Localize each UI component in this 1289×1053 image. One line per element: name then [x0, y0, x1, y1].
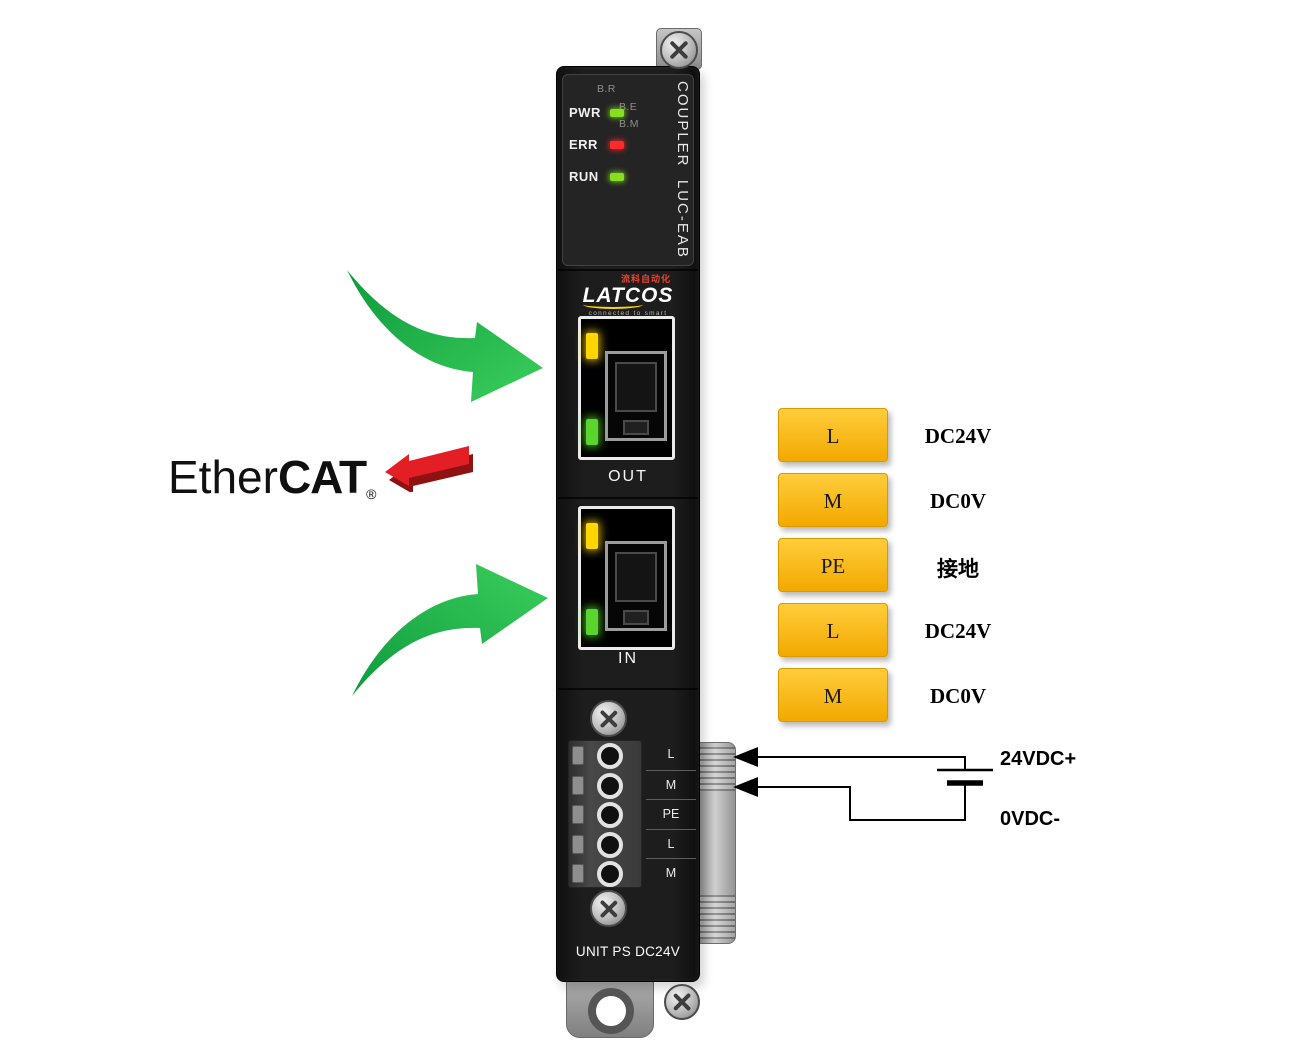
- legend-desc-dc24v-2: DC24V: [924, 619, 992, 643]
- err-label: ERR: [569, 137, 598, 152]
- terminal-row: [569, 830, 641, 860]
- out-port-caption: OUT: [608, 468, 648, 485]
- terminal-screw-hole: [597, 831, 623, 858]
- ethercat-red-arrow-icon: [385, 446, 473, 492]
- legend-desc-dc0v-2: DC0V: [930, 684, 986, 708]
- terminal-label-m2: M: [646, 858, 696, 888]
- pwr-led-icon: [610, 109, 624, 117]
- terminal-row: [569, 741, 641, 771]
- wire-arrowhead-positive: [733, 747, 758, 767]
- rj45-jack-out: [605, 351, 667, 441]
- legend-tag-m1: M: [778, 473, 888, 527]
- wire-arrowhead-negative: [733, 777, 758, 797]
- terminal-row: [569, 800, 641, 830]
- rj45-jack-in: [605, 541, 667, 631]
- legend-desc-dc0v-1: DC0V: [930, 489, 986, 513]
- terminal-label-m1: M: [646, 769, 696, 800]
- top-screw-icon: [660, 31, 698, 69]
- terminal-screw-hole: [597, 802, 623, 829]
- terminal-label-pe: PE: [646, 799, 696, 829]
- power-wiring-diagram: [733, 747, 993, 821]
- legend-desc-dc24v-1: DC24V: [924, 424, 992, 448]
- ethercat-text-bold: CAT: [277, 451, 367, 503]
- unit-caption: UNIT PS DC24V: [575, 944, 681, 959]
- terminal-label-l1: L: [667, 747, 675, 761]
- side-bus-connector: [698, 742, 736, 944]
- brand-chinese-name: 流科自动化: [620, 274, 671, 284]
- out-port-link-led-icon: [586, 333, 598, 359]
- terminal-screw-hole: [597, 861, 623, 888]
- terminal-label-l2: L: [646, 828, 696, 859]
- legend-desc-ground: 接地: [937, 558, 979, 581]
- registered-mark: ®: [366, 486, 377, 502]
- green-arrow-to-out-port: [347, 270, 543, 402]
- terminal-row: [569, 771, 641, 801]
- ethercat-text-light: Ether: [168, 451, 278, 503]
- bus-label-br: B.R: [597, 83, 616, 95]
- status-led-panel: B.R B.E B.M PWR ERR RUN COUPLER LUC-EAB: [562, 74, 694, 266]
- terminal-screw-top-icon: [590, 700, 627, 737]
- legend-tag-m2: M: [778, 668, 888, 722]
- terminal-label-column: L M PE L M: [646, 740, 696, 888]
- legend-tag-l2: L: [778, 603, 888, 657]
- legend-tag-l1: L: [778, 408, 888, 462]
- bottom-screw-icon: [664, 984, 700, 1020]
- positive-voltage-label: 24VDC+: [1000, 748, 1077, 770]
- run-label: RUN: [569, 169, 599, 184]
- negative-voltage-label: 0VDC-: [1000, 808, 1061, 830]
- bus-label-bm: B.M: [619, 118, 639, 130]
- brand-logo-text: LATCOS: [582, 284, 674, 310]
- mount-ring-hole: [588, 988, 634, 1034]
- green-arrow-to-in-port: [352, 564, 548, 696]
- terminal-screw-hole: [597, 772, 623, 799]
- pwr-label: PWR: [569, 105, 601, 120]
- power-terminal-strip: [568, 740, 642, 888]
- ethercat-logo: EtherCAT®: [168, 450, 488, 514]
- model-side-label: COUPLER LUC-EAB: [674, 81, 691, 259]
- in-port-caption: IN: [618, 650, 638, 667]
- run-led-icon: [610, 173, 624, 181]
- out-port-activity-led-icon: [586, 419, 598, 445]
- err-led-icon: [610, 141, 624, 149]
- ethernet-port-in: [578, 506, 675, 650]
- in-port-activity-led-icon: [586, 609, 598, 635]
- panel-groove: [558, 497, 698, 499]
- legend-tag-pe: PE: [778, 538, 888, 592]
- panel-groove: [558, 269, 698, 271]
- ethernet-port-out: [578, 316, 675, 460]
- panel-groove: [558, 688, 698, 690]
- terminal-screw-bottom-icon: [590, 890, 627, 927]
- in-port-link-led-icon: [586, 523, 598, 549]
- terminal-screw-hole: [597, 743, 623, 769]
- terminal-row: [569, 859, 641, 889]
- brand-tagline: connected to smart: [588, 310, 668, 318]
- brand-block: 流科自动化 LATCOS connected to smart: [558, 272, 698, 317]
